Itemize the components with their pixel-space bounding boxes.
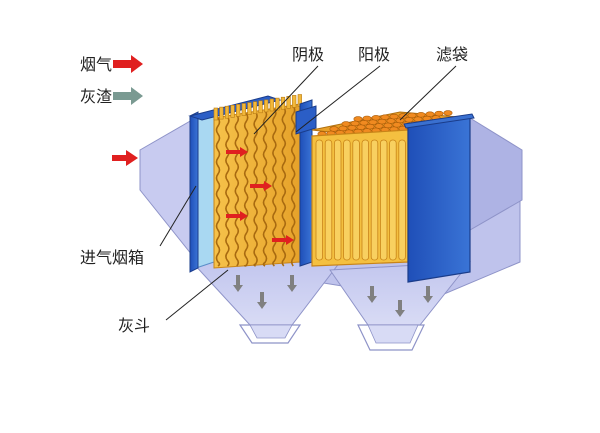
internal-flue-arrows [226,147,294,245]
top-rail [188,95,282,121]
electrode-tip [258,100,263,114]
bag-top [407,112,417,119]
electrode-tip [292,95,297,108]
left-frame-post [189,111,199,273]
legend-label-flue-gas: 烟气 [80,55,112,74]
label-filter-bag: 滤袋 [436,45,468,64]
cathode-wire [262,110,268,267]
cathode-wire [253,111,258,267]
electrode-tip [286,96,291,109]
cathode-wire [243,113,249,267]
bag-top [389,113,399,120]
legend-flue-arrow-icon [113,55,143,73]
legend-ash-arrow-icon [113,87,143,105]
filter-bag [361,139,369,261]
ash-hopper-left [190,261,342,326]
electrostatic-section [188,94,317,273]
filter-bag [389,139,397,261]
fabric-filter-section [311,110,475,283]
cathode-wire [272,108,277,267]
ash-arrows [233,275,433,317]
legend-label-ash: 灰渣 [80,87,112,106]
filter-bag [352,139,360,261]
filter-bag [370,139,379,261]
bag-top [338,125,348,132]
leader-cathode [253,65,319,135]
electrode-tip [269,98,274,112]
filter-front-panel [407,115,471,283]
bag-top [362,115,372,122]
filter-bag [315,139,323,261]
cathode-wires [215,105,296,267]
filter-bag [333,139,342,261]
inlet-flue-arrow [112,150,138,166]
bag-top [341,121,351,127]
bag-top [443,110,453,116]
electrode-tip [236,104,241,117]
electrode-tip [219,106,224,120]
bag-top [353,116,363,122]
bag-top [329,126,339,132]
electrode-tip [275,97,280,111]
inlet-box-shape [139,119,193,257]
electrode-tip [264,99,269,113]
bag-top [425,111,435,117]
cathode-wire [234,114,240,267]
leader-anode [295,65,381,133]
leader-inlet-box [159,185,197,247]
leader-ash-hopper [165,269,229,321]
bag-top [371,115,381,121]
bag-top [350,120,360,127]
label-ash-hopper: 灰斗 [118,316,150,335]
filter-bag [343,139,351,261]
callouts: 阴极 阳极 滤袋 进气烟箱 灰斗 [80,45,468,335]
filter-bag [379,139,388,261]
bag-top [380,114,390,120]
leader-filter-bag [399,65,457,121]
label-anode: 阳极 [358,45,390,64]
electrode-tip [224,105,230,119]
cathode-wire [290,105,296,267]
label-inlet-box: 进气烟箱 [80,248,144,267]
filter-bag [398,139,406,261]
electrode-tip [213,107,218,121]
filter-bag [324,139,333,261]
electrode-tip [252,101,258,114]
electrode-tip [230,105,235,118]
bag-top [416,112,426,118]
electrode-tip [247,102,252,115]
filter-bags [315,139,406,261]
cathode-wire [215,117,221,267]
bag-top [434,110,444,117]
legend: 烟气 灰渣 [80,55,143,106]
electrode-tip [241,103,246,116]
label-cathode: 阴极 [292,45,324,64]
cathode-wire [225,116,230,267]
